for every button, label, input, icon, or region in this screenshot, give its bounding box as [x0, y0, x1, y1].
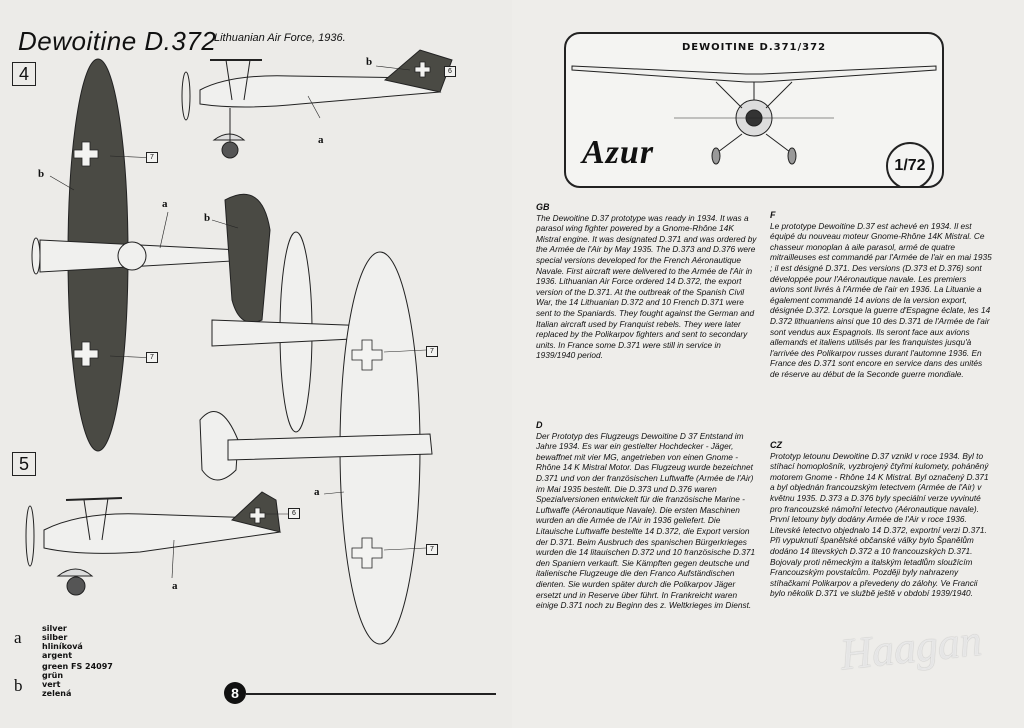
callout-7-under-upper: 7 [426, 346, 438, 357]
page-title: Dewoitine D.372 [18, 26, 217, 56]
text-german: D Der Prototyp des Flugzeugs Dewoitine D… [536, 420, 758, 617]
label-a-underside: a [314, 486, 320, 498]
flag-d: D [536, 420, 543, 430]
label-b-wing: b [38, 168, 45, 180]
side-view-top-drawing [25, 49, 453, 645]
legend-key-a: a [14, 628, 22, 647]
legend-a-line: argent [42, 651, 73, 660]
text-french: F Le prototype Dewoitine D.37 est achevé… [770, 210, 992, 386]
callout-6-top: 6 [444, 66, 456, 77]
legend-key-b: b [14, 676, 23, 695]
legend-b: green FS 24097 grün vert zelená [42, 662, 113, 698]
page-number: 8 [224, 682, 246, 704]
label-b-stabilizer: b [204, 212, 211, 224]
callout-6-bottom: 6 [288, 508, 300, 519]
bottom-rule [246, 693, 496, 695]
paragraph-english: The Dewoitine D.37 prototype was ready i… [536, 212, 757, 361]
callout-7-wing-lower: 7 [146, 352, 158, 363]
brand-logo: Azur [582, 134, 655, 171]
flag-cz: CZ [770, 440, 782, 450]
box-art-frame: DEWOITINE D.371/372 Azur 1/72 [564, 32, 944, 188]
legend-b-line: grün [42, 671, 64, 680]
legend-b-line: green FS 24097 [42, 662, 113, 671]
legend-a: silver silber hliníková argent [42, 624, 83, 660]
text-english: GB The Dewoitine D.37 prototype was read… [536, 202, 758, 367]
callout-7-under-lower: 7 [426, 544, 438, 555]
paragraph-french: Le prototype Dewoitine D.37 est achevé e… [770, 220, 992, 379]
text-czech: CZ Prototyp letounu Dewoitine D.37 vznik… [770, 440, 992, 605]
label-a-fuselage: a [318, 134, 324, 146]
step-5-box: 5 [12, 452, 36, 476]
page-subtitle: Lithuanian Air Force, 1936. [214, 32, 346, 44]
legend-a-line: silber [42, 633, 68, 642]
left-page: Dewoitine D.372 Lithuanian Air Force, 19… [0, 0, 513, 728]
flag-f: F [770, 210, 776, 220]
step-4-box: 4 [12, 62, 36, 86]
paragraph-german: Der Prototyp des Flugzeugs Dewoitine D 3… [536, 430, 756, 611]
legend-a-line: silver [42, 624, 67, 633]
legend-a-line: hliníková [42, 642, 83, 651]
label-a-side-bottom: a [172, 580, 178, 592]
legend-b-line: zelená [42, 689, 72, 698]
scale-badge: 1/72 [886, 142, 934, 186]
box-art-title: DEWOITINE D.371/372 [681, 42, 827, 53]
legend-b-line: vert [42, 680, 61, 689]
label-a-plan: a [162, 198, 168, 210]
right-page: DEWOITINE D.371/372 Azur 1/72 GB The Dew… [512, 0, 1024, 728]
flag-gb: GB [536, 202, 550, 212]
label-b-tail: b [366, 56, 373, 68]
callout-7-wing-upper: 7 [146, 152, 158, 163]
front-view-aircraft-drawing [571, 65, 937, 165]
paragraph-czech: Prototyp letounu Dewoitine D.37 vznikl v… [770, 450, 989, 599]
